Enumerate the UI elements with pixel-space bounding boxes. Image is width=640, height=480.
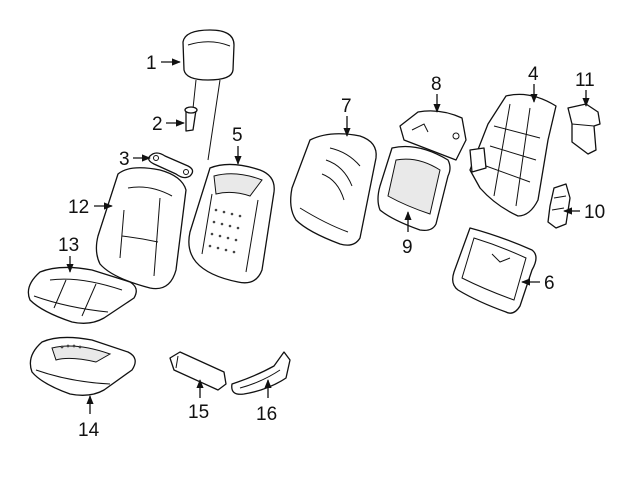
callout-10: 10 bbox=[584, 202, 605, 223]
part-16-side-shield[interactable] bbox=[231, 351, 291, 395]
part-11-bracket[interactable] bbox=[567, 103, 601, 155]
callout-labels: 1 2 3 4 5 6 7 8 9 10 11 12 13 14 15 16 bbox=[58, 53, 605, 441]
callout-4: 4 bbox=[528, 64, 539, 85]
part-2-guide-sleeve[interactable] bbox=[184, 106, 198, 132]
callout-5: 5 bbox=[232, 125, 243, 146]
callout-13: 13 bbox=[58, 235, 79, 256]
part-10-lumbar-support[interactable] bbox=[547, 183, 571, 229]
part-5-seat-back-cushion[interactable] bbox=[188, 163, 275, 284]
part-14-seat-cushion-pad[interactable] bbox=[29, 336, 136, 396]
part-15-side-trim[interactable] bbox=[169, 351, 227, 391]
callout-7: 7 bbox=[341, 96, 352, 117]
part-7-back-pad[interactable] bbox=[290, 133, 377, 246]
callout-1: 1 bbox=[146, 53, 157, 74]
part-3-bracket[interactable] bbox=[148, 152, 194, 179]
callout-8: 8 bbox=[431, 74, 442, 95]
callout-9: 9 bbox=[402, 237, 413, 258]
part-4-seat-frame[interactable] bbox=[469, 93, 557, 217]
callout-11: 11 bbox=[575, 70, 595, 91]
callout-15: 15 bbox=[188, 402, 209, 423]
part-1-headrest[interactable] bbox=[182, 29, 235, 161]
part-9-back-panel[interactable] bbox=[377, 145, 451, 232]
callout-14: 14 bbox=[78, 420, 100, 441]
part-8-top-panel[interactable] bbox=[399, 110, 467, 161]
callout-3: 3 bbox=[119, 149, 130, 170]
cushion-perforation-dots bbox=[208, 208, 242, 254]
part-13-seat-cushion-cover[interactable] bbox=[27, 266, 137, 324]
leader-lines bbox=[66, 58, 590, 414]
callout-2: 2 bbox=[152, 114, 163, 135]
part-12-seat-back-cover[interactable] bbox=[95, 167, 187, 290]
part-6-back-board[interactable] bbox=[452, 227, 537, 314]
callout-12: 12 bbox=[68, 197, 89, 218]
callout-16: 16 bbox=[256, 404, 277, 425]
callout-6: 6 bbox=[544, 273, 555, 294]
